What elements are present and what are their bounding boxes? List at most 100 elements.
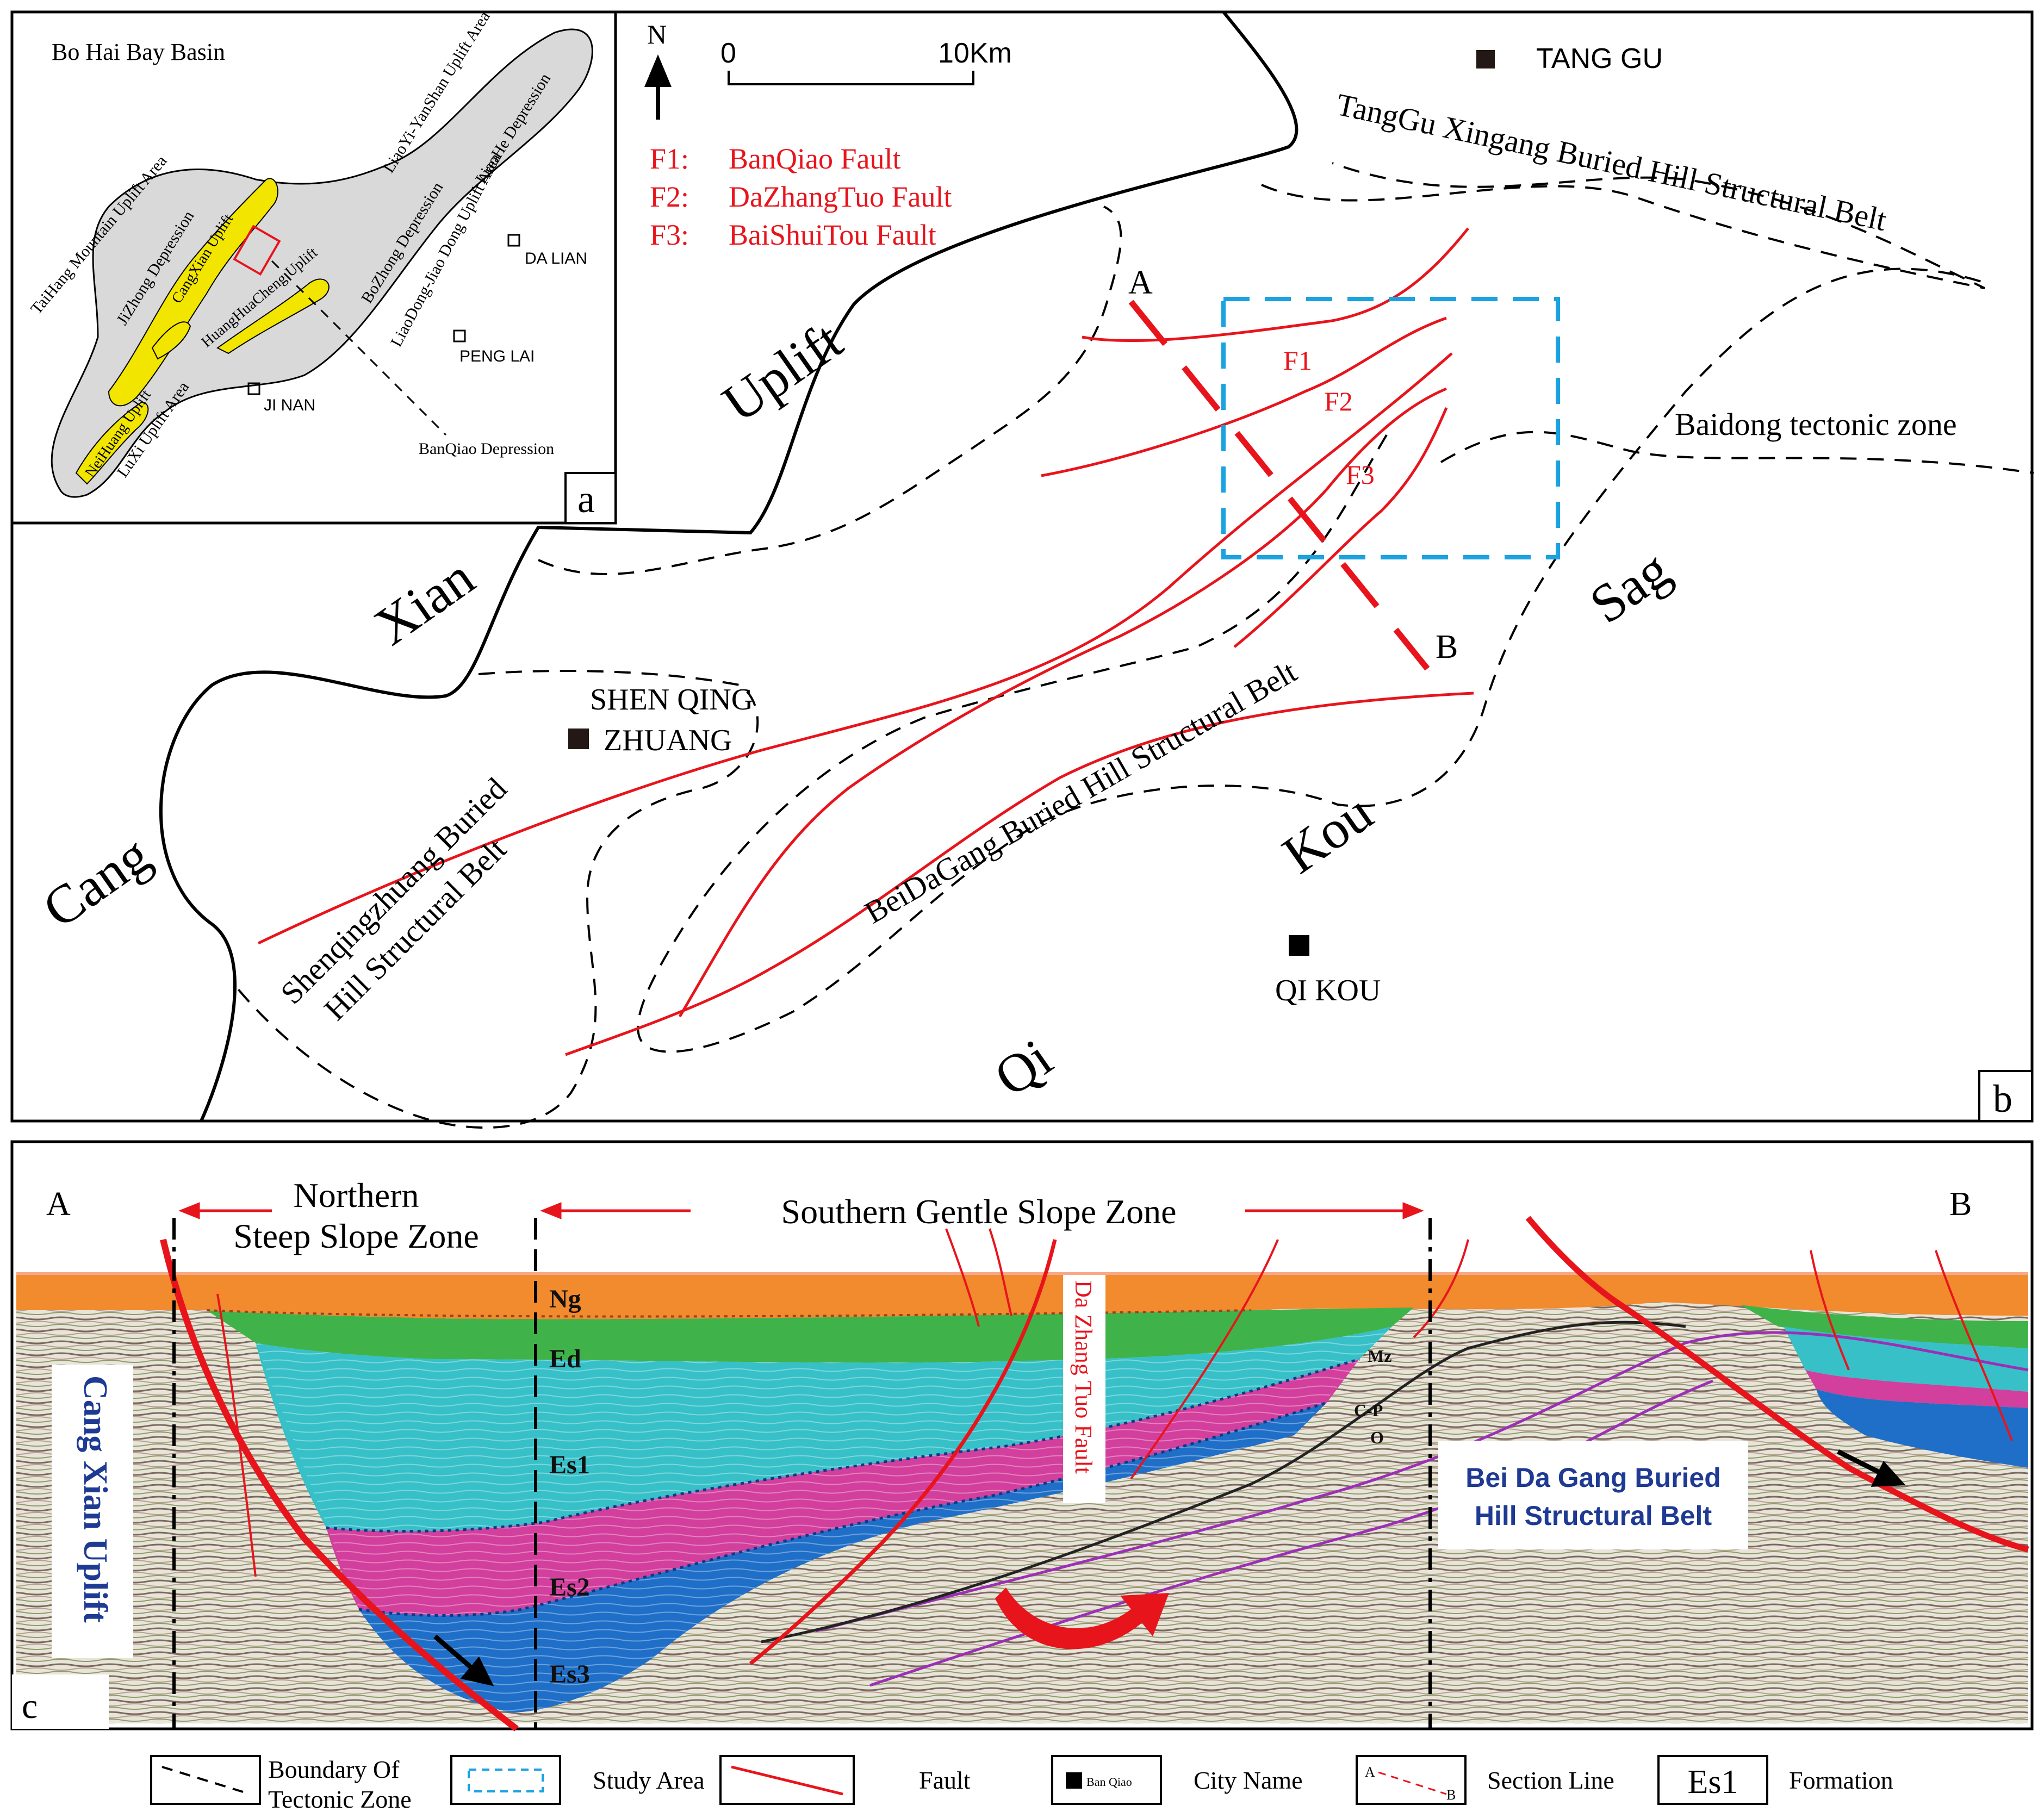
inset-map: Bo Hai Bay Basin TaiHang Mountain Uplift… bbox=[10, 8, 617, 525]
inset-city-dalian: DA LIAN bbox=[525, 250, 587, 267]
inset-title: Bo Hai Bay Basin bbox=[52, 39, 225, 65]
city-label-zhuang: ZHUANG bbox=[604, 724, 732, 757]
city-label-tanggu: TANG GU bbox=[1536, 43, 1663, 74]
belt-name-line-2: Hill Structural Belt bbox=[1475, 1501, 1712, 1531]
section-fault-dazhangtuo bbox=[749, 1239, 1057, 1665]
city-label-shenqing: SHEN QING bbox=[590, 683, 753, 717]
belt-label-baidong: Baidong tectonic zone bbox=[1675, 407, 1957, 442]
inset-city-jinan: JI NAN bbox=[264, 396, 315, 414]
belt-name-line-1: Bei Da Gang Buried bbox=[1465, 1462, 1721, 1493]
north-label: N bbox=[647, 19, 667, 49]
panel-a-box bbox=[564, 472, 617, 524]
inset-dashed-line bbox=[271, 260, 447, 436]
fault-f1 bbox=[1082, 227, 1469, 343]
huanghuacheng-uplift-shape bbox=[216, 278, 330, 354]
inset-study-box bbox=[233, 225, 281, 276]
formation-label-es3: Es3 bbox=[549, 1660, 590, 1689]
bohai-basin-shape bbox=[51, 28, 593, 498]
panel-c-box bbox=[12, 1674, 109, 1729]
legend-section-line: Section Line bbox=[1487, 1766, 1614, 1794]
city-marker-qikou bbox=[1289, 935, 1309, 956]
fault-legend-code-3: F3: bbox=[650, 219, 689, 251]
strata-label-cp: C-P bbox=[1354, 1400, 1383, 1420]
legend-boundary-line-2: Tectonic Zone bbox=[268, 1785, 412, 1813]
city-marker-tanggu bbox=[1476, 50, 1495, 69]
section-fault-main-north bbox=[160, 1238, 519, 1732]
panel-a-letter: a bbox=[577, 477, 595, 521]
jizhong-yellow-patch bbox=[151, 321, 191, 360]
formation-ed-band bbox=[207, 1308, 1414, 1363]
uplift-boundary-line bbox=[159, 11, 1299, 1122]
zone-south-label: Southern Gentle Slope Zone bbox=[781, 1192, 1177, 1231]
inset-city-penglai: PENG LAI bbox=[459, 347, 535, 365]
formation-ng-band bbox=[16, 1275, 2028, 1319]
fault-name-label: Da Zhang Tuo Fault bbox=[1070, 1280, 1097, 1474]
zone-north-line-1: Northern bbox=[293, 1176, 419, 1215]
legend-section-b: B bbox=[1446, 1787, 1456, 1803]
uplift-name-label: Cang Xian Uplift bbox=[77, 1375, 114, 1623]
fault-f1-south bbox=[1041, 316, 1447, 477]
formation-label-es2: Es2 bbox=[549, 1573, 590, 1602]
cangxian-uplift-shape bbox=[108, 178, 278, 407]
fault-legend-code-2: F2: bbox=[650, 180, 689, 213]
legend-boundary-line-1: Boundary Of bbox=[268, 1755, 400, 1783]
study-area-box bbox=[1221, 297, 1560, 559]
zone-north-line-2: Steep Slope Zone bbox=[233, 1217, 479, 1255]
tectonic-boundary-beidagang bbox=[637, 267, 1985, 1053]
uplift-name-box bbox=[52, 1365, 133, 1658]
legend-city-sample: Ban Qiao bbox=[1086, 1775, 1132, 1789]
rotation-arrow-icon bbox=[995, 1587, 1169, 1649]
legend-city-name: City Name bbox=[1194, 1766, 1303, 1794]
map-fault-label-f3: F3 bbox=[1346, 459, 1375, 490]
scale-end: 10Km bbox=[938, 38, 1012, 69]
formation-label-ed: Ed bbox=[549, 1344, 581, 1373]
panel-c-letter: c bbox=[22, 1686, 38, 1726]
map-fault-label-f2: F2 bbox=[1324, 386, 1353, 416]
section-end-b: B bbox=[1949, 1186, 1972, 1223]
tectonic-boundary-baidong bbox=[1440, 431, 2034, 474]
map-section-point-a: A bbox=[1128, 264, 1153, 301]
legend-swatch-formation bbox=[1657, 1755, 1768, 1805]
strata-label-mz: Mz bbox=[1368, 1346, 1391, 1366]
fault-f5 bbox=[1233, 407, 1448, 648]
scale-start: 0 bbox=[720, 38, 736, 69]
section-fault-beidagang bbox=[1525, 1216, 2029, 1553]
fault-legend-name-3: BaiShuiTou Fault bbox=[729, 219, 936, 251]
fault-legend-name-2: DaZhangTuo Fault bbox=[729, 180, 952, 213]
formation-label-es1: Es1 bbox=[549, 1450, 590, 1479]
tectonic-boundary-uplift-edge bbox=[538, 206, 1122, 575]
fault-legend-code-1: F1: bbox=[650, 142, 689, 175]
legend-formation: Formation bbox=[1789, 1766, 1893, 1794]
legend: Boundary Of Tectonic Zone Study Area Fau… bbox=[150, 1755, 1893, 1813]
inset-city-marker-dalian bbox=[507, 234, 520, 247]
fault-f4 bbox=[565, 692, 1474, 1056]
legend-fault: Fault bbox=[919, 1766, 971, 1794]
inset-city-marker-penglai bbox=[453, 329, 466, 343]
formation-label-ng: Ng bbox=[549, 1285, 581, 1313]
section-end-a: A bbox=[46, 1186, 71, 1223]
belt-name-box bbox=[1438, 1441, 1748, 1549]
cross-section-panel: A B Northern Steep Slope Zone Southern G… bbox=[10, 1140, 2034, 1732]
scale-bar bbox=[728, 71, 974, 85]
north-arrow-icon bbox=[644, 54, 672, 120]
map-section-point-b: B bbox=[1436, 628, 1458, 665]
strata-label-o: O bbox=[1370, 1428, 1384, 1447]
city-label-qikou: QI KOU bbox=[1275, 974, 1381, 1007]
legend-study-area: Study Area bbox=[593, 1766, 705, 1794]
tectonic-boundary-shenqing bbox=[233, 670, 759, 1129]
legend-section-a: A bbox=[1365, 1764, 1375, 1780]
neihuang-uplift-shape bbox=[75, 401, 149, 485]
fault-f2 bbox=[257, 352, 1453, 945]
panel-b-letter: b bbox=[1993, 1077, 2012, 1120]
map-fault-label-f1: F1 bbox=[1283, 345, 1312, 376]
inset-city-marker-jinan bbox=[247, 382, 260, 395]
fault-name-box bbox=[1063, 1275, 1105, 1503]
city-marker-shenqingzhuang bbox=[568, 729, 589, 749]
fault-f3 bbox=[678, 387, 1447, 1018]
panel-b-box bbox=[1978, 1070, 2033, 1122]
fault-legend-name-1: BanQiao Fault bbox=[729, 142, 900, 175]
tectonic-boundary-tanggu bbox=[1261, 162, 1985, 289]
legend-swatch-section bbox=[1356, 1755, 1467, 1805]
inset-label-banqiao: BanQiao Depression bbox=[419, 440, 554, 458]
